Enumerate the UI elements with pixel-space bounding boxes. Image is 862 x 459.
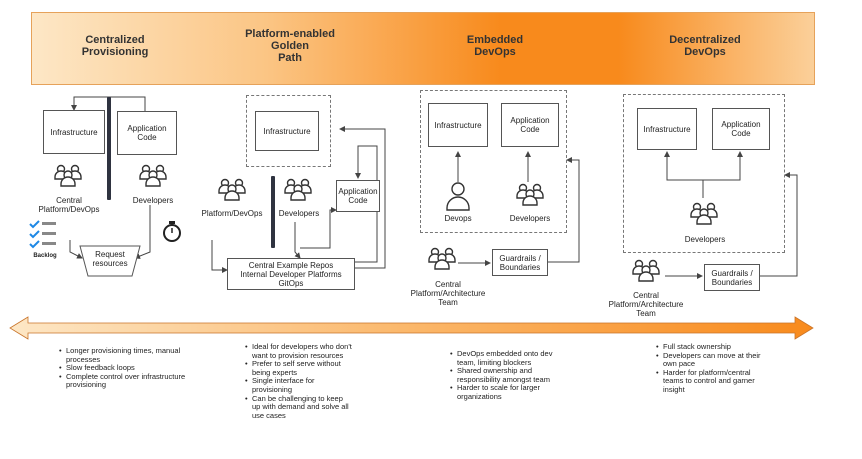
notes-golden-path: Ideal for developers who don't want to p… <box>244 342 352 421</box>
request-resources-label: Request resources <box>92 250 128 268</box>
notes-centralized: Longer provisioning times, manual proces… <box>58 346 186 390</box>
central-team-icon <box>54 164 82 187</box>
devops-label: Devops <box>444 214 472 223</box>
note-item: Can be challenging to keep up with deman… <box>245 394 352 421</box>
infrastructure-box: Infrastructure <box>255 111 319 151</box>
central-team-label: Central Platform/Architecture Team <box>410 280 486 307</box>
notes-embedded: DevOps embedded onto dev team, limiting … <box>449 349 555 402</box>
note-item: Shared ownership and responsibility amon… <box>450 366 555 384</box>
phase-title-golden-path: Platform-enabled Golden Path <box>245 28 335 64</box>
note-item: Developers can move at their own pace <box>656 351 771 369</box>
guardrails-box: Guardrails / Boundaries <box>704 264 760 291</box>
guardrails-box: Guardrails / Boundaries <box>492 249 548 276</box>
application-code-box: Application Code <box>336 180 380 212</box>
developers-label: Developers <box>278 209 320 218</box>
application-code-box: Application Code <box>712 108 770 150</box>
phase-title-embedded: Embedded DevOps <box>466 34 524 58</box>
request-resources-shape <box>79 245 141 277</box>
central-team-icon <box>632 259 660 282</box>
central-team-icon <box>428 247 456 270</box>
note-item: DevOps embedded onto dev team, limiting … <box>450 349 555 367</box>
infrastructure-box: Infrastructure <box>637 108 697 150</box>
separator-bar <box>271 176 275 248</box>
dev-team-group <box>623 94 785 253</box>
separator-bar <box>107 97 111 200</box>
note-item: Slow feedback loops <box>59 364 186 373</box>
note-item: Complete control over infrastructure pro… <box>59 372 186 390</box>
note-item: Harder for platform/central teams to con… <box>656 368 771 395</box>
note-item: Ideal for developers who don't want to p… <box>245 342 352 360</box>
central-team-label: Central Platform/DevOps <box>38 196 100 214</box>
central-team-label: Central Platform/Architecture Team <box>608 291 684 318</box>
application-code-box: Application Code <box>501 103 559 147</box>
backlog-label: Backlog <box>33 253 57 259</box>
backlog-icon <box>29 220 56 249</box>
note-item: Longer provisioning times, manual proces… <box>59 346 186 364</box>
infrastructure-box: Infrastructure <box>43 110 105 154</box>
dev-team-group <box>420 90 567 233</box>
central-repos-box: Central Example Repos Internal Developer… <box>227 258 355 290</box>
infrastructure-group <box>246 95 331 167</box>
developers-icon <box>690 202 718 225</box>
platform-team-label: Platform/DevOps <box>201 209 263 218</box>
note-item: Single interface for provisioning <box>245 377 352 394</box>
developers-label: Developers <box>684 235 726 244</box>
notes-decentralized: Full stack ownershipDevelopers can move … <box>655 342 771 395</box>
developers-icon <box>284 178 312 201</box>
devops-person-icon <box>446 182 470 211</box>
phase-title-centralized: Centralized Provisioning <box>81 34 149 58</box>
phase-banner <box>31 12 815 85</box>
developers-icon <box>139 164 167 187</box>
developers-icon <box>516 183 544 206</box>
note-item: Harder to scale for larger organizations <box>450 384 555 401</box>
developers-label: Developers <box>509 214 551 223</box>
phase-title-decentralized: Decentralized DevOps <box>669 34 741 58</box>
platform-team-icon <box>218 178 246 201</box>
note-item: Full stack ownership <box>656 342 771 352</box>
stopwatch-icon <box>163 221 181 242</box>
developers-label: Developers <box>132 196 174 205</box>
application-code-box: Application Code <box>117 111 177 155</box>
note-item: Prefer to self serve without being exper… <box>245 359 352 377</box>
infrastructure-box: Infrastructure <box>428 103 488 147</box>
